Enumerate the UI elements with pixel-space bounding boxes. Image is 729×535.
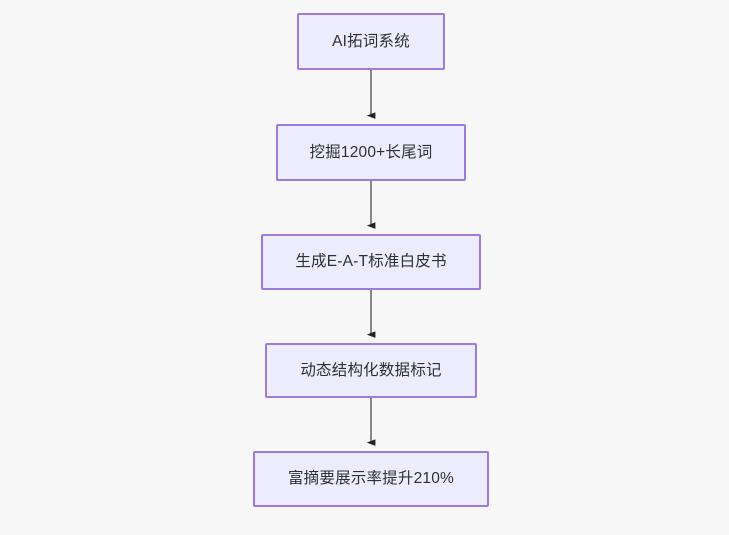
node-label: 富摘要展示率提升210% (287, 470, 455, 488)
flowchart-node-rich-snippet-impression-uplift[interactable]: 富摘要展示率提升210% (253, 451, 489, 507)
flowchart-node-generate-eat-whitepaper[interactable]: 生成E-A-T标准白皮书 (261, 234, 481, 290)
node-label: 生成E-A-T标准白皮书 (295, 253, 447, 271)
flowchart-node-dynamic-structured-data-markup[interactable]: 动态结构化数据标记 (265, 343, 477, 398)
node-label: AI拓词系统 (332, 32, 410, 50)
node-label: 动态结构化数据标记 (300, 361, 442, 379)
node-label: 挖掘1200+长尾词 (309, 143, 433, 161)
flowchart-node-ai-keyword-system[interactable]: AI拓词系统 (297, 13, 445, 70)
flowchart-node-mine-longtail-keywords[interactable]: 挖掘1200+长尾词 (276, 124, 466, 181)
